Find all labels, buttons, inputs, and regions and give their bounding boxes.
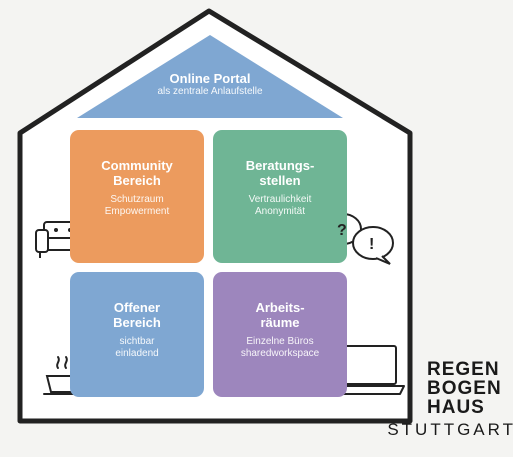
room-arbeit-line-2: sharedworkspace <box>240 348 320 359</box>
room-beratung-line-1: Vertraulichkeit <box>248 194 312 205</box>
room-beratung: Beratungs- stellen Vertraulichkeit Anony… <box>213 130 347 263</box>
room-beratung-title: Beratungs- stellen <box>245 158 315 188</box>
logo-row-3: HAUS <box>427 397 485 418</box>
room-community: Community Bereich Schutzraum Empowerment <box>70 130 204 263</box>
logo-row-2: BOGEN <box>427 378 502 399</box>
room-arbeit: Arbeits- räume Einzelne Büros sharedwork… <box>213 272 347 397</box>
logo-row-1: REGEN <box>427 359 500 380</box>
room-beratung-line-2: Anonymität <box>254 206 306 217</box>
laptop-icon <box>331 345 405 395</box>
logo-city: STUTTGART <box>387 420 513 439</box>
room-offen-line-2: einladend <box>115 348 159 359</box>
room-community-title: Community Bereich <box>101 158 173 188</box>
room-arbeit-title: Arbeits- räume <box>255 300 305 330</box>
room-community-line-1: Schutzraum <box>110 194 164 205</box>
room-offen-title: Offener Bereich <box>113 300 161 330</box>
roof-shape <box>77 35 343 118</box>
room-community-line-2: Empowerment <box>104 206 170 217</box>
online-portal-subtitle: als zentrale Anlaufstelle <box>157 86 263 97</box>
regenbogenhaus-logo: REGEN BOGEN HAUS STUTTGART <box>387 359 513 439</box>
room-offen-line-1: sichtbar <box>119 336 155 347</box>
room-arbeit-line-1: Einzelne Büros <box>246 336 314 347</box>
room-offen: Offener Bereich sichtbar einladend <box>70 272 204 397</box>
online-portal-label: Online Portal als zentrale Anlaufstelle <box>130 71 290 98</box>
online-portal-title: Online Portal <box>169 71 251 86</box>
